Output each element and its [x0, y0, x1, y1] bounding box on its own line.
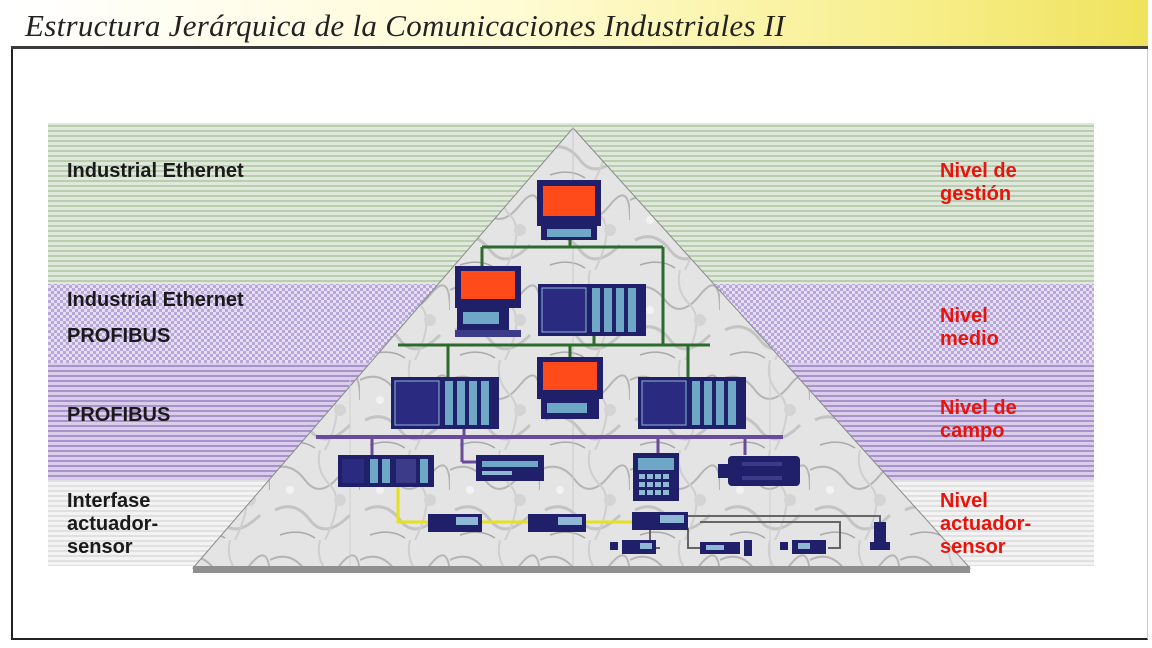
level-label-medio: Nivel medio — [940, 305, 999, 351]
workstation-icon — [455, 266, 521, 337]
plc-rack-icon — [391, 377, 499, 429]
plc-rack-icon — [638, 377, 746, 429]
slide-title: Estructura Jerárquica de la Comunicacion… — [25, 8, 786, 43]
sensor-module-icon — [700, 540, 752, 556]
drive-icon — [476, 455, 544, 481]
title-bar: Estructura Jerárquica de la Comunicacion… — [11, 0, 1148, 48]
level-label-line: Nivel de — [940, 397, 1017, 419]
sensor-module-icon — [870, 522, 890, 550]
title-divider — [11, 46, 1148, 49]
level-label-line: Nivel — [940, 305, 988, 327]
band-label-campo: PROFIBUS — [67, 403, 170, 427]
plc-rack-icon — [338, 455, 434, 487]
band-label-line: Industrial Ethernet — [67, 289, 244, 311]
band-label-line: Interfase — [67, 490, 151, 512]
band-label-line: actuador- — [67, 513, 159, 535]
level-label-line: actuador- — [940, 513, 1032, 535]
sensor-module-icon — [528, 514, 586, 532]
level-label-gestion: Nivel de gestión — [940, 160, 1017, 206]
plc-rack-icon — [538, 284, 646, 336]
sensor-module-icon — [632, 512, 688, 530]
profibus-bus-lines — [316, 428, 783, 464]
level-label-campo: Nivel de campo — [940, 397, 1017, 443]
band-label-sensor: Interfase actuador- sensor — [67, 490, 158, 559]
sensor-module-icon — [428, 514, 482, 532]
band-label-line: PROFIBUS — [67, 325, 171, 347]
workstation-icon — [537, 180, 601, 240]
band-label-line: sensor — [67, 536, 133, 558]
sensor-module-icon — [780, 540, 826, 554]
level-label-line: medio — [940, 328, 999, 350]
ethernet-bus-lines — [398, 240, 710, 378]
pyramid-base — [193, 566, 970, 573]
band-label-gestion: Industrial Ethernet — [67, 159, 244, 183]
band-label-line: PROFIBUS — [67, 404, 171, 426]
level-label-line: Nivel — [940, 490, 988, 512]
level-label-line: gestión — [940, 183, 1012, 205]
title-bar-gradient — [11, 0, 1148, 48]
level-label-sensor: Nivel actuador- sensor — [940, 490, 1031, 559]
band-label-medio: Industrial Ethernet PROFIBUS — [67, 288, 244, 348]
sensor-module-icon — [610, 540, 656, 554]
motor-icon — [718, 456, 800, 486]
level-label-line: campo — [940, 420, 1005, 442]
level-label-line: Nivel de — [940, 160, 1017, 182]
band-label-line: Industrial Ethernet — [67, 160, 244, 182]
workstation-icon — [537, 357, 603, 419]
operator-panel-icon — [633, 453, 679, 501]
level-label-line: sensor — [940, 536, 1006, 558]
